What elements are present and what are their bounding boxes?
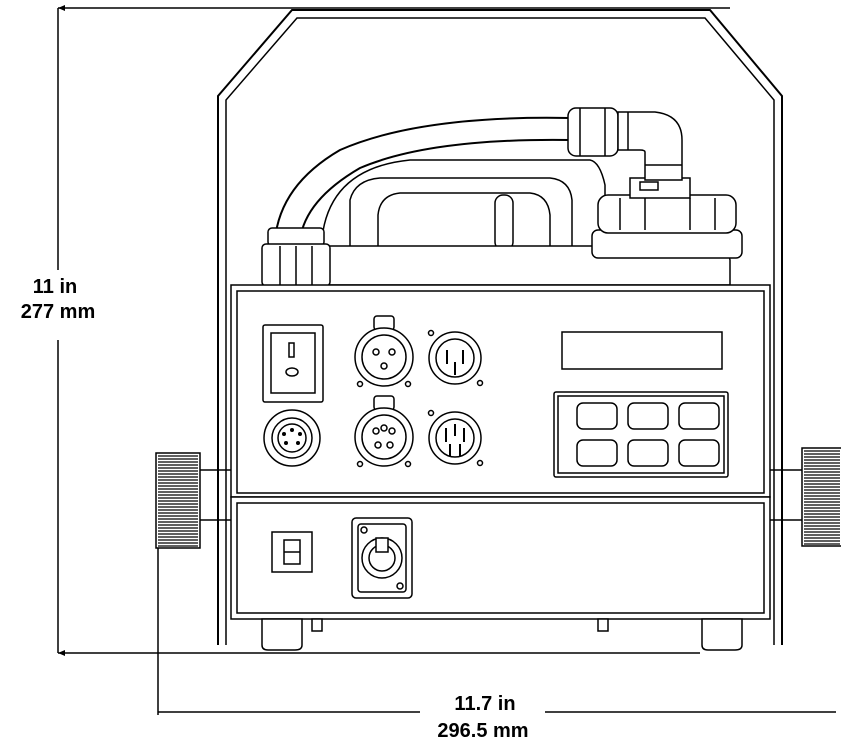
lcd-display bbox=[561, 331, 723, 370]
xlr-5pin-out-connector bbox=[427, 409, 484, 467]
fluid-pipe bbox=[274, 107, 683, 241]
round-din-connector bbox=[263, 409, 321, 467]
xlr-3pin-out-connector bbox=[427, 329, 484, 387]
keypad-button-1 bbox=[576, 402, 618, 430]
height-dimension: 11 in 277 mm bbox=[0, 5, 730, 656]
left-knob bbox=[155, 452, 232, 549]
keypad-button-3 bbox=[678, 402, 720, 430]
power-switch bbox=[262, 324, 324, 403]
housing-back-plate bbox=[217, 9, 783, 645]
keypad-button-2 bbox=[627, 402, 669, 430]
keypad-button-6 bbox=[678, 439, 720, 467]
width-dimension: 11.7 in 296.5 mm bbox=[157, 520, 836, 742]
cable-gland bbox=[261, 227, 331, 287]
xlr-5pin-in-connector bbox=[354, 395, 414, 468]
xlr-3pin-in-connector bbox=[354, 315, 414, 388]
keypad-button-5 bbox=[627, 439, 669, 467]
keypad-button-4 bbox=[576, 439, 618, 467]
right-knob bbox=[768, 447, 841, 547]
front-panel bbox=[230, 284, 771, 620]
feet bbox=[261, 618, 743, 651]
fuse-holder bbox=[271, 531, 313, 573]
tank-cap bbox=[591, 177, 743, 259]
power-inlet-connector bbox=[351, 517, 413, 599]
height-inches-label: 11 in bbox=[33, 276, 77, 298]
width-mm-label: 296.5 mm bbox=[437, 720, 528, 742]
control-keypad bbox=[553, 391, 729, 478]
height-mm-label: 277 mm bbox=[21, 301, 96, 323]
width-inches-label: 11.7 in bbox=[454, 693, 515, 715]
